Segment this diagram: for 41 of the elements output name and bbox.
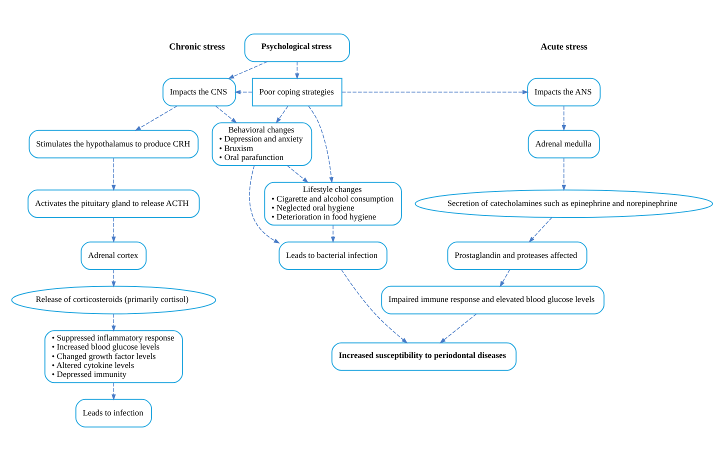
- node-box: • Suppressed inflammatory response • Increased blood glucose levels • Changed growth factor levels • Altered cytokine levels • Depressed immunity: [44, 330, 183, 383]
- arrow: [215, 105, 238, 123]
- arrow: [112, 268, 116, 287]
- arrow: [112, 382, 116, 400]
- arrow: [276, 105, 288, 124]
- arrow: [528, 216, 552, 242]
- arrow: [562, 105, 566, 131]
- node-box: Psychological stress: [244, 33, 350, 62]
- arrow: [342, 90, 529, 94]
- label: Acute stress: [540, 40, 588, 51]
- arrow: [249, 164, 280, 244]
- arrow: [308, 105, 334, 183]
- node-box: Stimulates the hypothalamus to produce CRH: [28, 129, 199, 158]
- arrow: [112, 216, 116, 242]
- node-ellipse: Secretion of catecholamines such as epinephrine and norepinephrine: [414, 189, 714, 218]
- node-box: Lifestyle changes • Cigarette and alcohol consumption • Neglected oral hygiene • Deterioration in food hygiene: [264, 181, 402, 226]
- arrow: [134, 105, 178, 130]
- arrow: [286, 164, 309, 182]
- arrow: [112, 157, 116, 190]
- arrow: [440, 312, 477, 343]
- arrow: [500, 268, 510, 287]
- label: Chronic stress: [169, 40, 225, 51]
- arrow: [562, 157, 566, 190]
- arrow: [112, 312, 116, 332]
- node-box: Impacts the ANS: [527, 77, 601, 106]
- node-box: Increased susceptibility to periodontal diseases: [331, 342, 517, 370]
- node-ellipse: Release of corticosteroids (primarily cortisol): [11, 285, 216, 314]
- arrow: [294, 60, 300, 80]
- node-box: Impacts the CNS: [162, 77, 236, 106]
- node-box: Adrenal cortex: [80, 240, 147, 270]
- arrow: [341, 268, 408, 343]
- node-box: Behavioral changes • Depression and anxiety • Bruxism • Oral parafunction: [212, 122, 312, 166]
- node-box: Prostaglandin and proteases affected: [447, 240, 588, 270]
- node-box: Adrenal medulla: [528, 129, 600, 158]
- arrow: [330, 224, 336, 242]
- arrow: [234, 90, 253, 94]
- node-box: Poor coping strategies: [252, 77, 342, 106]
- node-box: Leads to bacterial infection: [278, 240, 388, 270]
- node-box: Activates the pituitary gland to release ACTH: [28, 189, 200, 218]
- node-box: Impaired immune response and elevated blood glucose levels: [381, 285, 605, 314]
- node-box: Leads to infection: [75, 398, 152, 427]
